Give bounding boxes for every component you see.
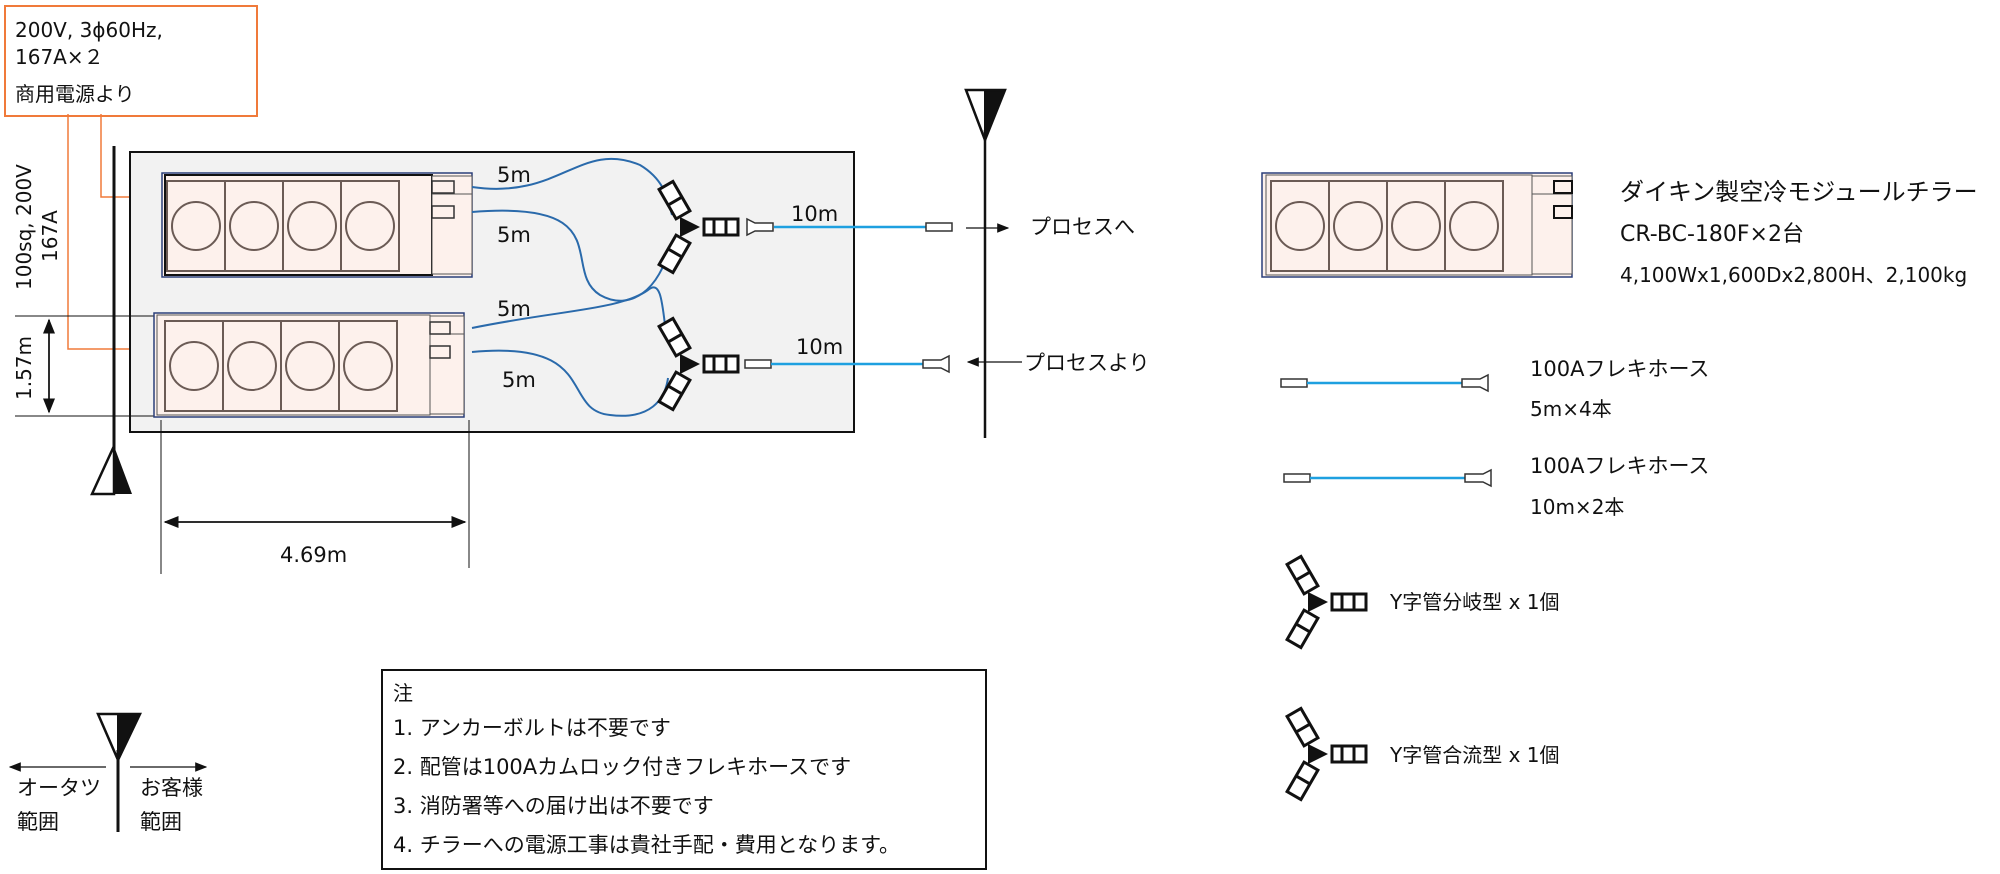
scope-right-line2: 範囲 — [140, 810, 182, 834]
legend-y-merge: Y字管合流型 x 1個 — [1285, 706, 1560, 802]
legend-chiller-name: ダイキン製空冷モジュールチラー — [1620, 178, 1978, 206]
power-spec-line1: 200V, 3ϕ60Hz, — [15, 18, 163, 42]
legend-y-branch: Y字管分岐型 x 1個 — [1285, 554, 1560, 650]
note-item-3: 3. 消防署等への届け出は不要です — [393, 794, 714, 818]
dimension-width-label: 4.69m — [280, 543, 347, 567]
scope-right-line1: お客様 — [140, 776, 203, 800]
scope-boundary-right — [964, 88, 1007, 438]
hose-label-top-upper: 5m — [497, 163, 531, 187]
chiller-unit-1 — [161, 172, 473, 278]
legend-chiller: ダイキン製空冷モジュールチラー CR-BC-180F×2台 4,100Wx1,6… — [1261, 172, 1978, 287]
cable-label-line2: 167A — [38, 210, 62, 262]
dimension-depth: 1.57m — [12, 315, 160, 417]
dimension-width: 4.69m — [160, 420, 470, 574]
scope-left-line1: オータツ — [17, 776, 101, 800]
chiller-unit-2 — [153, 312, 465, 418]
note-item-4: 4. チラーへの電源工事は貴社手配・費用となります。 — [393, 833, 900, 857]
cable-label-line1: 100sq, 200V — [12, 164, 36, 290]
hose-label-bottom-lower: 5m — [502, 368, 536, 392]
note-item-2: 2. 配管は100Aカムロック付きフレキホースです — [393, 755, 851, 779]
legend-hose-5m: 100Aフレキホース 5m×4本 — [1280, 357, 1709, 421]
process-from-label: プロセスより — [1024, 351, 1150, 375]
dimension-depth-label: 1.57m — [12, 336, 36, 400]
legend-hose5-qty: 5m×4本 — [1530, 397, 1612, 421]
scope-left-line2: 範囲 — [17, 810, 59, 834]
legend-hose-10m: 100Aフレキホース 10m×2本 — [1283, 454, 1709, 519]
note-item-1: 1. アンカーボルトは不要です — [393, 716, 671, 740]
scope-boundary-left — [90, 146, 132, 496]
outgoing-hose-top — [746, 218, 953, 236]
notes-title: 注 — [393, 681, 413, 705]
process-arrows: プロセスへ プロセスより — [966, 215, 1150, 375]
scope-indicator: オータツ 範囲 お客様 範囲 — [8, 712, 208, 834]
hose-label-out-top: 10m — [791, 202, 838, 226]
legend-hose5-name: 100Aフレキホース — [1530, 357, 1709, 381]
hose-label-bottom-upper: 5m — [497, 297, 531, 321]
hose-label-out-bottom: 10m — [796, 335, 843, 359]
legend-chiller-model: CR-BC-180F×2台 — [1620, 222, 1804, 247]
power-source-box: 200V, 3ϕ60Hz, 167A×２ 商用電源より — [4, 5, 258, 117]
process-to-label: プロセスへ — [1030, 215, 1135, 239]
legend-hose10-name: 100Aフレキホース — [1530, 454, 1709, 478]
outgoing-hose-bottom — [744, 355, 950, 373]
legend-hose10-qty: 10m×2本 — [1530, 495, 1624, 519]
hose-label-top-lower: 5m — [497, 223, 531, 247]
notes-box: 注 1. アンカーボルトは不要です 2. 配管は100Aカムロック付きフレキホー… — [381, 669, 987, 870]
power-source-label: 商用電源より — [15, 82, 135, 106]
power-spec-line2: 167A×２ — [15, 45, 104, 69]
legend-ymerge-label: Y字管合流型 x 1個 — [1389, 743, 1560, 767]
legend-ybranch-label: Y字管分岐型 x 1個 — [1389, 590, 1560, 614]
legend-chiller-size: 4,100Wx1,600Dx2,800H、2,100kg — [1620, 263, 1967, 287]
cable-label: 100sq, 200V 167A — [12, 164, 62, 290]
